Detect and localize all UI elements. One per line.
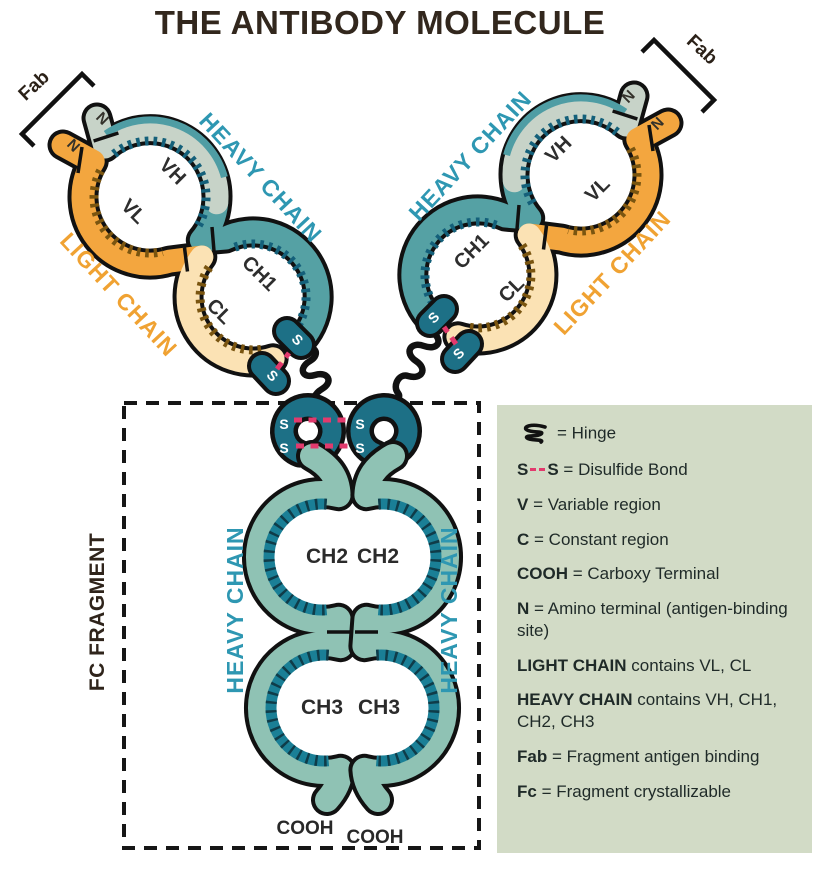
legend-text: = Variable region: [533, 494, 661, 514]
legend-text: = Fragment antigen binding: [551, 746, 760, 766]
legend-text: = Constant region: [534, 529, 669, 549]
sulfur-label: S: [279, 440, 288, 456]
disulfide-bonds: [275, 325, 459, 449]
legend-term: V: [517, 494, 529, 514]
fc-heavy-chain-right: [348, 440, 464, 816]
cooh-terminal-label: COOH: [347, 827, 404, 848]
ch1-domain-label: CH1: [450, 230, 494, 274]
hinge-curl-left: [270, 393, 346, 468]
fab-bracket-left: [18, 70, 96, 148]
cooh-terminal-label: COOH: [277, 818, 334, 839]
legend-text: = Carboxy Terminal: [572, 564, 720, 584]
vl-domain-label: VL: [116, 195, 150, 229]
ch1-domain-label: CH1: [237, 252, 281, 296]
legend-text: contains VL, CL: [631, 655, 752, 675]
disulfide-bond-right-arm: [441, 325, 459, 346]
ch3-domain-label: CH3: [358, 696, 400, 719]
legend-term: Fab: [517, 746, 548, 766]
vh-domain-label: VH: [155, 154, 190, 189]
legend-row: N = Amino terminal (antigen-binding site…: [517, 598, 794, 642]
hinge-squiggle-icon: [523, 423, 547, 444]
legend-disulfide-s2: S: [547, 460, 559, 479]
fab-label-right: Fab: [682, 31, 721, 69]
legend-row: COOH = Carboxy Terminal: [517, 563, 794, 585]
vl-domain-label: VL: [581, 173, 615, 207]
left-arm: [63, 118, 318, 381]
hinge-curl-right: [346, 393, 422, 468]
legend-row: Fab = Fragment antigen binding: [517, 746, 794, 768]
vh-domain-label: VH: [541, 132, 576, 167]
fc-heavy-chain-left: [241, 440, 357, 816]
legend-row-hinge: = Hinge: [517, 422, 794, 446]
legend-row: V = Variable region: [517, 494, 794, 516]
legend-row: HEAVY CHAIN contains VH, CH1, CH2, CH3: [517, 689, 794, 733]
legend-term: C: [517, 529, 530, 549]
legend-term: COOH: [517, 564, 568, 584]
heavy-chain-label-fc-right: HEAVY CHAIN: [436, 526, 462, 693]
legend-term: LIGHT CHAIN: [517, 655, 627, 675]
ch3-domain-label: CH3: [301, 696, 343, 719]
legend-row: C = Constant region: [517, 529, 794, 551]
legend-text: = Fragment crystallizable: [541, 781, 732, 801]
right-arm: [413, 96, 668, 359]
legend-term: Fc: [517, 781, 537, 801]
heavy-chain-label-fc-left: HEAVY CHAIN: [222, 526, 248, 693]
fc-fragment-label: FC FRAGMENT: [86, 533, 109, 691]
legend-text: contains VH, CH1, CH2, CH3: [517, 690, 778, 731]
legend-row: Fc = Fragment crystallizable: [517, 781, 794, 803]
legend-row: LIGHT CHAIN contains VL, CL: [517, 655, 794, 677]
page-title: THE ANTIBODY MOLECULE: [154, 4, 606, 41]
ch2-domain-label: CH2: [357, 545, 399, 568]
sulfur-label: S: [355, 440, 364, 456]
legend-text: = Amino terminal (antigen-binding site): [517, 599, 788, 640]
fab-bracket-right: [640, 36, 718, 114]
disulfide-dash-icon: [530, 467, 546, 471]
legend-disulfide-s1: S: [517, 460, 529, 479]
sulfur-label: S: [355, 416, 364, 432]
legend-term: HEAVY CHAIN: [517, 690, 633, 710]
legend-term: N: [517, 599, 530, 618]
ch2-domain-label: CH2: [306, 545, 348, 568]
legend-hinge-text: = Hinge: [557, 423, 617, 443]
legend-disulfide-text: = Disulfide Bond: [563, 460, 688, 479]
fab-label-left: Fab: [15, 67, 54, 105]
disulfide-bond-left-arm: [275, 351, 291, 371]
sulfur-label: S: [279, 416, 288, 432]
